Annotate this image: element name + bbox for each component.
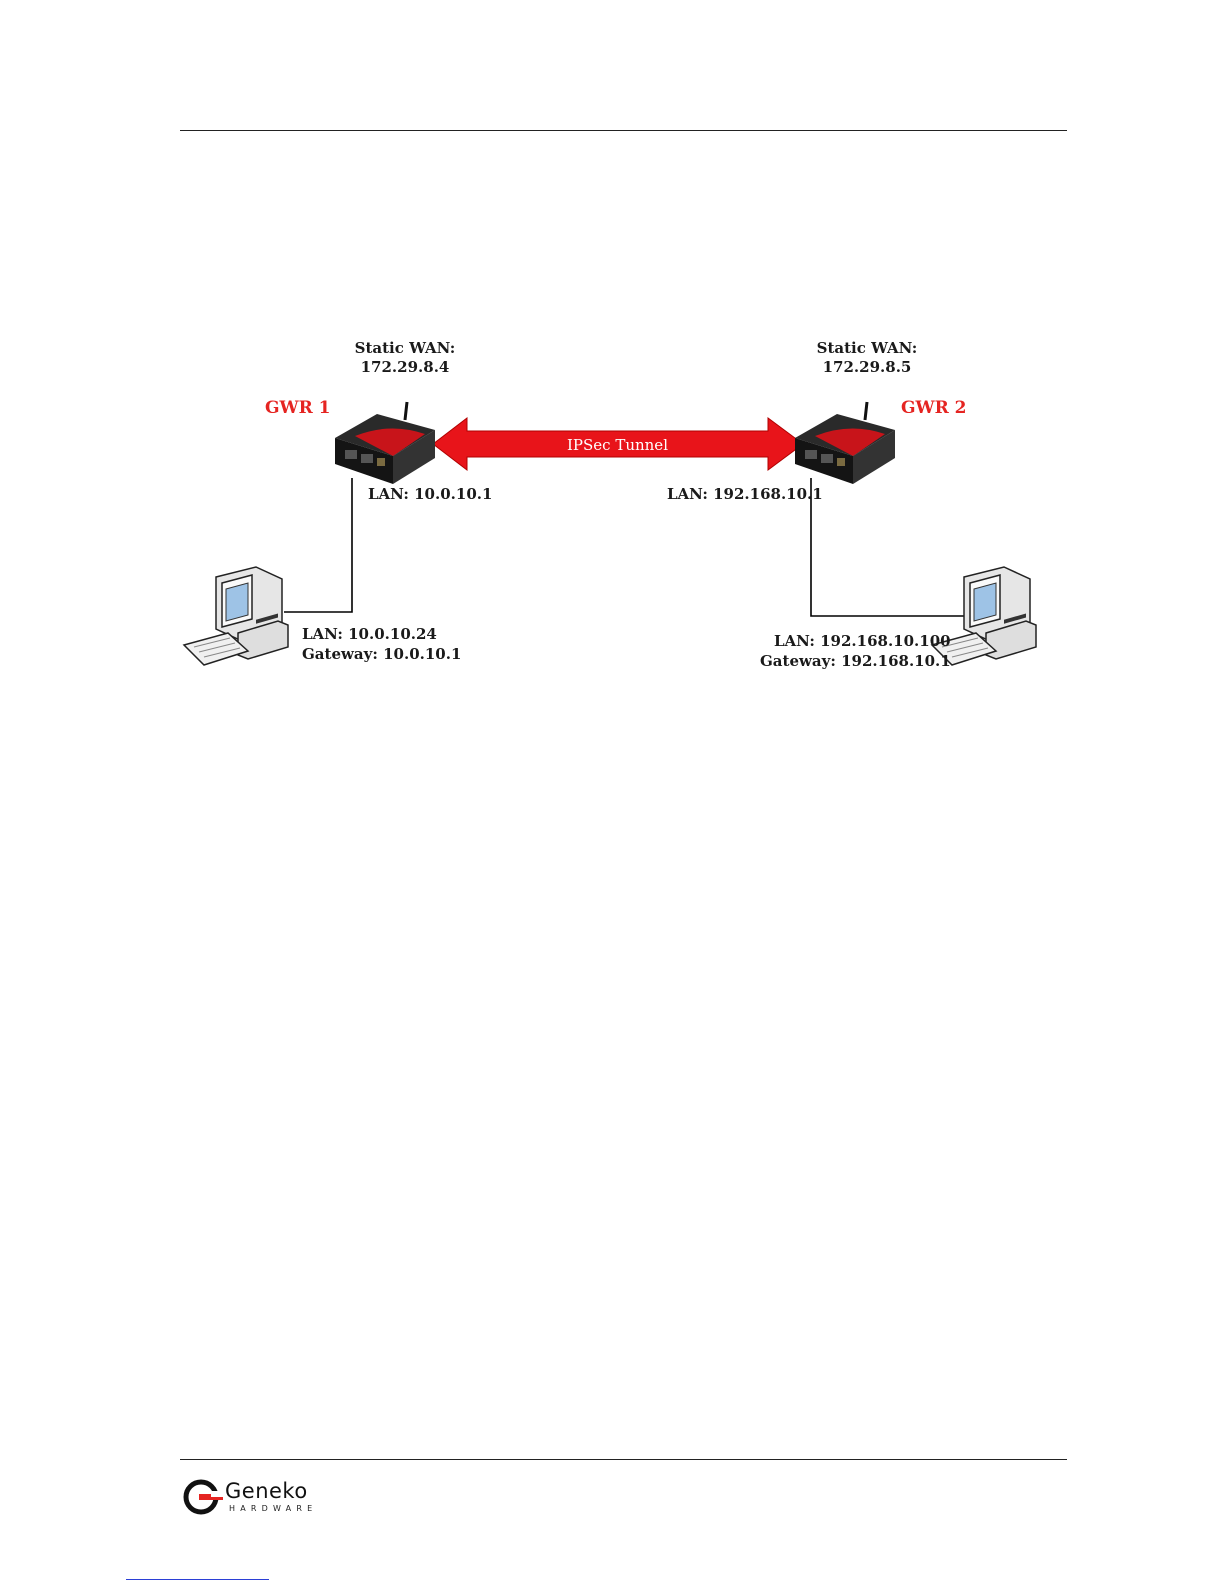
left-lan-connection — [284, 478, 352, 612]
logo-subtitle: HARDWARE — [229, 1504, 317, 1514]
logo-wordmark: Geneko — [225, 1479, 308, 1503]
geneko-logo-mark-icon — [183, 1477, 223, 1517]
gwr2-wan-label: Static WAN: — [812, 339, 922, 358]
gwr1-wan-label: Static WAN: — [350, 339, 460, 358]
gwr1-name: GWR 1 — [265, 399, 331, 418]
gwr1-wan-ip: 172.29.8.4 — [350, 358, 460, 377]
ipsec-tunnel-label: IPSec Tunnel — [500, 436, 735, 454]
pc-left-gateway-label: Gateway: 10.0.10.1 — [302, 645, 461, 664]
router-gwr2-icon — [795, 402, 895, 484]
gwr1-lan-label: LAN: 10.0.10.1 — [368, 485, 492, 504]
gwr2-lan-label: LAN: 192.168.10.1 — [667, 485, 823, 504]
gwr2-name: GWR 2 — [901, 399, 967, 418]
geneko-logo: Geneko HARDWARE — [183, 1477, 333, 1519]
pc-right-lan-label: LAN: 192.168.10.100 — [774, 632, 951, 651]
gwr2-wan-ip: 172.29.8.5 — [812, 358, 922, 377]
pc-left-lan-label: LAN: 10.0.10.24 — [302, 625, 437, 644]
pc-left-icon — [184, 567, 288, 665]
pc-right-gateway-label: Gateway: 192.168.10.1 — [760, 652, 951, 671]
page-link-underline — [126, 1579, 269, 1580]
right-lan-connection — [811, 478, 968, 616]
router-gwr1-icon — [335, 402, 435, 484]
footer-rule — [180, 1459, 1067, 1460]
